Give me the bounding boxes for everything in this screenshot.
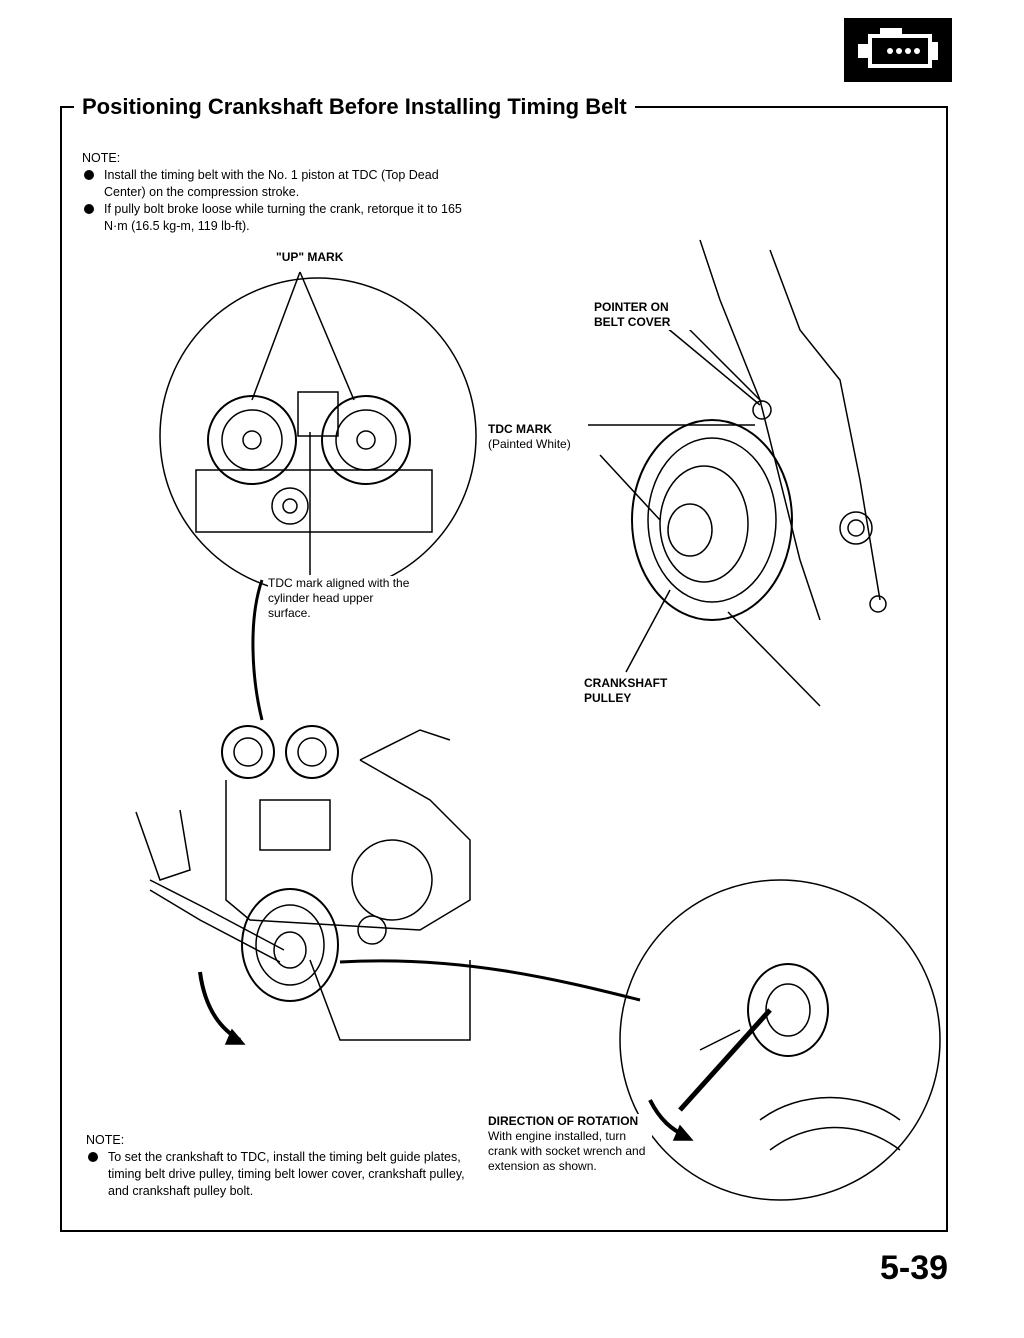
note-bottom: NOTE: To set the crankshaft to TDC, inst… xyxy=(86,1132,474,1200)
pointer-label: POINTER ON BELT COVER xyxy=(594,300,694,330)
crankshaft-pulley-label: CRANKSHAFT PULLEY xyxy=(584,676,684,706)
wrench-detail-circle xyxy=(619,879,941,1201)
note-item: Install the timing belt with the No. 1 p… xyxy=(82,167,472,201)
engine-icon xyxy=(844,18,952,82)
tdc-aligned-label: TDC mark aligned with the cylinder head … xyxy=(268,576,418,621)
note-top: NOTE: Install the timing belt with the N… xyxy=(82,150,472,235)
page-title: Positioning Crankshaft Before Installing… xyxy=(74,92,635,122)
up-mark-label: "UP" MARK xyxy=(276,250,344,264)
note-item: If pully bolt broke loose while turning … xyxy=(82,201,472,235)
note-item: To set the crankshaft to TDC, install th… xyxy=(86,1149,474,1200)
crankshaft-pulley-drawing xyxy=(631,419,793,621)
direction-label: DIRECTION OF ROTATION With engine instal… xyxy=(488,1114,652,1174)
note-heading: NOTE: xyxy=(82,151,121,165)
tdc-mark-label: TDC MARK (Painted White) xyxy=(488,422,588,452)
page-number: 5-39 xyxy=(880,1249,949,1287)
note-heading: NOTE: xyxy=(86,1133,125,1147)
